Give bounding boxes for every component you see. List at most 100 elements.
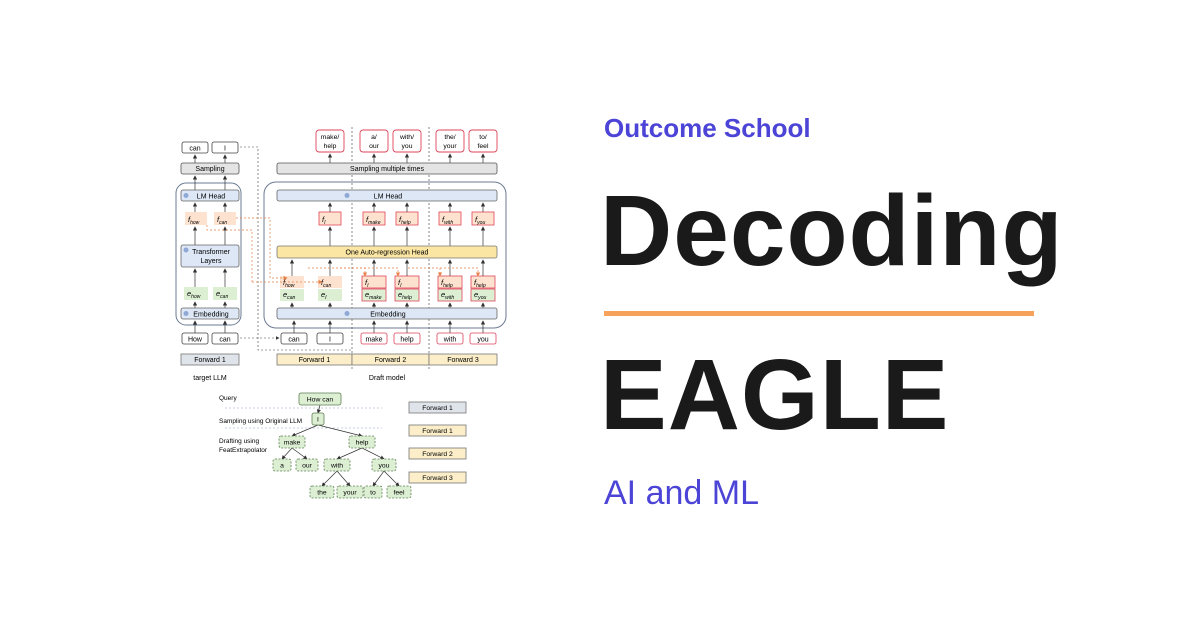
svg-text:you: you [477, 337, 488, 344]
draft-input-5: you [469, 332, 497, 345]
draft-input-features: fhowecanfcaneIfIemakefIehelpfhelpewithfh… [280, 259, 496, 308]
draft-input-embedding-label-3: ehelp [398, 290, 412, 301]
draft-head-feature-2: fhelp [395, 211, 419, 226]
target-embedding-how: ehow [184, 287, 208, 300]
tree-legend-2: Forward 2 [408, 447, 467, 460]
draft-forward-2: Forward 2 [351, 353, 430, 366]
draft-forward-1: Forward 1 [276, 353, 353, 366]
svg-text:the/: the/ [444, 134, 455, 141]
svg-text:the: the [317, 490, 327, 497]
tree-node-make: make [278, 435, 306, 449]
draft-input-feature-label-0: fhow [283, 278, 295, 289]
svg-text:Forward 2: Forward 2 [375, 357, 407, 364]
tree-legend-0: Forward 1 [408, 401, 467, 414]
tree-node-with: with [323, 458, 351, 472]
diagram-canvas: can I Sampling LM Head fhow fcan Transfo… [175, 127, 507, 499]
draft-input-embedding-label-0: ecan [283, 290, 296, 301]
draft-input-feature-label-4: fhelp [441, 278, 453, 289]
svg-text:with: with [330, 463, 343, 470]
svg-text:can: can [288, 337, 299, 344]
tree-node-your: your [336, 485, 364, 499]
target-feature-how: fhow [185, 212, 207, 226]
svg-text:Sampling: Sampling [195, 166, 224, 173]
draft-output-4: to/feel [468, 129, 498, 153]
draft-input-feature-label-3: fI [398, 278, 402, 289]
tree-query-label: Query [219, 395, 237, 402]
svg-text:I: I [317, 417, 319, 424]
svg-text:help: help [400, 337, 413, 344]
draft-output-2: with/you [392, 129, 422, 153]
svg-text:Forward 1: Forward 1 [299, 357, 331, 364]
svg-text:Forward 1: Forward 1 [194, 357, 226, 364]
svg-text:ehow: ehow [187, 289, 201, 300]
tagline: AI and ML [604, 474, 759, 512]
draft-input-4: with [436, 332, 464, 345]
tree-root-node: I [311, 412, 325, 426]
draft-head-feature-3: fwith [438, 211, 462, 226]
draft-head-feature-label-3: fwith [442, 215, 453, 226]
draft-head-feature-1: fmake [362, 211, 386, 226]
svg-text:our: our [369, 143, 380, 150]
svg-text:Sampling multiple times: Sampling multiple times [350, 166, 424, 173]
draft-forwards: Forward 1 Forward 2 Forward 3 [276, 353, 498, 366]
target-feature-can: fcan [214, 212, 236, 226]
draft-input-feature-label-5: fhelp [474, 278, 486, 289]
draft-input-3: help [393, 332, 421, 345]
draft-model-frame [263, 181, 507, 329]
tree-edges [281, 404, 400, 487]
draft-output-0: make/help [315, 129, 345, 153]
svg-text:Forward 3: Forward 3 [447, 357, 479, 364]
draft-input-feature-label-2: fI [365, 278, 369, 289]
tree-legend-3: Forward 3 [408, 471, 467, 484]
svg-text:a/: a/ [371, 134, 377, 141]
svg-text:fhow: fhow [188, 215, 200, 226]
tree-node-our: our [295, 458, 319, 472]
draft-head-feature-label-2: fhelp [399, 215, 411, 226]
draft-input-1: I [316, 332, 344, 345]
svg-text:your: your [343, 490, 357, 497]
svg-text:to: to [370, 490, 376, 497]
svg-text:with/: with/ [399, 134, 414, 141]
tree-node-you: you [371, 458, 397, 472]
tree-node-to: to [363, 485, 383, 499]
svg-text:I: I [224, 146, 226, 153]
svg-text:make/: make/ [321, 134, 340, 141]
svg-text:help: help [356, 440, 369, 447]
draft-input-embedding-label-1: eI [321, 290, 327, 301]
target-output-i: I [211, 141, 239, 154]
title-line-1: Decoding [600, 175, 1064, 287]
draft-head-feature-0: fI [318, 211, 342, 226]
svg-text:make: make [284, 440, 301, 447]
tree-sampling-label: Sampling using Original LLM [219, 418, 302, 425]
target-embedding-can: ecan [213, 287, 237, 300]
target-output-can: can [181, 141, 209, 154]
target-embedding: Embedding [180, 307, 240, 320]
svg-text:Embedding: Embedding [370, 312, 406, 319]
svg-text:you: you [379, 463, 390, 470]
tree-node-help: help [348, 435, 376, 449]
target-llm-caption: target LLM [193, 375, 227, 382]
svg-text:ecan: ecan [216, 289, 228, 300]
draft-head-feature-label-1: fmake [366, 215, 381, 226]
draft-head-feature-label-0: fI [322, 215, 326, 226]
target-llm-frame [175, 182, 242, 326]
svg-text:Forward 2: Forward 2 [422, 451, 453, 458]
svg-text:How: How [188, 337, 203, 344]
draft-autoregression-head: One Auto-regression Head [276, 245, 498, 259]
svg-text:to/: to/ [479, 134, 487, 141]
draft-output-3: the/your [435, 129, 465, 153]
svg-text:our: our [302, 463, 313, 470]
title-panel: Outcome School Decoding EAGLE AI and ML [600, 0, 1164, 630]
svg-text:Embedding: Embedding [193, 312, 229, 319]
draft-input-2: make [360, 332, 388, 345]
draft-input-embedding-label-4: ewith [441, 290, 454, 301]
